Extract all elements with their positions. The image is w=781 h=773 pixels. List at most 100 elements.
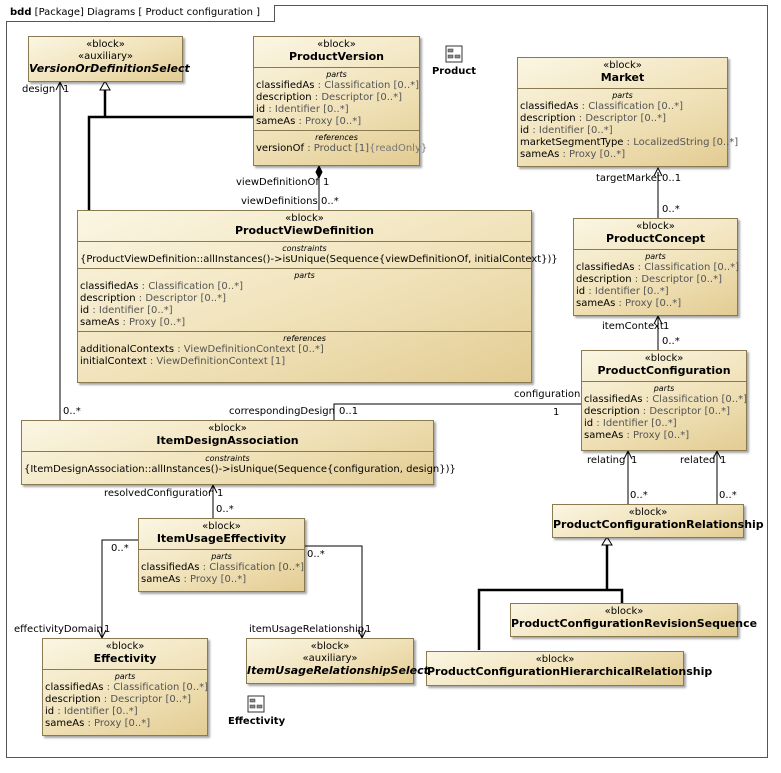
block-product-version[interactable]: «block» ProductVersion parts classifiedA… xyxy=(253,36,428,166)
part-row: classifiedAs : Classification [0..*] xyxy=(141,562,305,573)
block-version-or-definition-select[interactable]: «block» «auxiliary» VersionOrDefinitionS… xyxy=(28,36,190,82)
compartment-title: parts xyxy=(211,552,232,561)
compartment-title: constraints xyxy=(282,244,327,253)
compartment-title: parts xyxy=(294,271,315,280)
block-header: «block» «auxiliary» ItemUsageRelationshi… xyxy=(247,639,429,677)
part-row: description : Descriptor [0..*] xyxy=(576,274,722,285)
stereotype-label: «block» xyxy=(535,654,575,665)
stereotype-label: «block» xyxy=(636,221,675,232)
block-effectivity[interactable]: «block» Effectivity parts classifiedAs :… xyxy=(42,638,208,736)
compartment-title: parts xyxy=(326,70,347,79)
block-name: ProductConfigurationRevisionSequence xyxy=(511,617,758,630)
role-label: correspondingDesign xyxy=(229,406,335,417)
block-header: «block» ProductVersion xyxy=(254,37,419,63)
part-row: sameAs : Proxy [0..*] xyxy=(576,298,682,309)
block-header: «block» ProductConcept xyxy=(574,219,737,245)
block-header: «block» ProductConfiguration xyxy=(582,351,746,377)
multiplicity-label: 1 xyxy=(217,488,224,499)
stereotype-label: «block» xyxy=(208,423,247,434)
part-row: description : Descriptor [0..*] xyxy=(80,293,226,304)
part-row: id : Identifier [0..*] xyxy=(256,104,349,115)
stereotype-label: «block» xyxy=(628,507,668,518)
stereotype-label: «block» xyxy=(310,641,350,652)
part-row: description : Descriptor [0..*] xyxy=(520,113,666,124)
package-effectivity[interactable]: Effectivity xyxy=(228,694,285,727)
stereotype-label: «block» xyxy=(644,353,684,364)
part-row: id : Identifier [0..*] xyxy=(584,418,677,429)
block-header: «block» Market xyxy=(518,58,727,84)
role-label: effectivityDomain xyxy=(14,624,103,635)
stereotype-label: «block» xyxy=(202,521,241,532)
compartment-title: references xyxy=(283,334,326,343)
block-product-configuration-hierarchical-relationship[interactable]: «block» ProductConfigurationHierarchical… xyxy=(426,651,713,686)
block-item-usage-effectivity[interactable]: «block» ItemUsageEffectivity parts class… xyxy=(138,518,305,592)
role-label: targetMarket xyxy=(596,173,661,184)
block-name: ProductConfigurationHierarchicalRelation… xyxy=(427,665,713,678)
block-item-design-association[interactable]: «block» ItemDesignAssociation constraint… xyxy=(21,420,456,485)
part-row: description : Descriptor [0..*] xyxy=(45,694,191,705)
block-product-view-definition[interactable]: «block» ProductViewDefinition constraint… xyxy=(77,210,558,383)
part-row: id : Identifier [0..*] xyxy=(520,125,613,136)
stereotype-label: «block» xyxy=(105,641,145,652)
part-row: id : Identifier [0..*] xyxy=(576,286,669,297)
package-product[interactable]: Product xyxy=(430,44,478,77)
compartment-title: references xyxy=(315,133,358,142)
constraint-text: {ItemDesignAssociation::allInstances()->… xyxy=(24,464,456,475)
part-row: sameAs : Proxy [0..*] xyxy=(584,430,690,441)
block-header: «block» ProductConfigurationHierarchical… xyxy=(427,652,713,678)
block-product-configuration[interactable]: «block» ProductConfiguration parts class… xyxy=(581,350,747,451)
block-market[interactable]: «block» Market parts classifiedAs : Clas… xyxy=(517,57,738,167)
block-name: ProductVersion xyxy=(288,50,385,63)
diagram-frame xyxy=(6,5,768,758)
parts-compartment: parts classifiedAs : Classification [0..… xyxy=(78,268,531,331)
stereotype-label: «block» xyxy=(603,60,642,71)
part-row: sameAs : Proxy [0..*] xyxy=(45,718,151,729)
block-header: «block» ItemDesignAssociation xyxy=(22,421,433,447)
block-name: ProductConcept xyxy=(605,232,706,245)
stereotype-label: «block» xyxy=(285,213,324,224)
block-name: Effectivity xyxy=(93,652,157,665)
part-row: classifiedAs : Classification [0..*] xyxy=(80,281,244,292)
reference-row: versionOf : Product [1]{readOnly} xyxy=(256,143,428,154)
block-name: VersionOrDefinitionSelect xyxy=(29,62,190,75)
role-label: viewDefinitionOf xyxy=(236,177,319,188)
compartment-title: parts xyxy=(645,252,666,261)
part-row: classifiedAs : Classification [0..*] xyxy=(45,682,209,693)
multiplicity-label: 0..* xyxy=(662,336,680,347)
constraints-compartment: constraints {ItemDesignAssociation::allI… xyxy=(22,451,456,478)
part-row: description : Descriptor [0..*] xyxy=(584,406,730,417)
multiplicity-label: 0..* xyxy=(63,406,81,417)
multiplicity-label: 0..* xyxy=(321,196,339,207)
block-name: ItemUsageRelationshipSelect xyxy=(247,664,429,677)
block-name: ProductViewDefinition xyxy=(234,224,374,237)
multiplicity-label: 0..* xyxy=(111,543,129,554)
block-product-concept[interactable]: «block» ProductConcept parts classifiedA… xyxy=(573,218,739,316)
block-product-configuration-revision-sequence[interactable]: «block» ProductConfigurationRevisionSequ… xyxy=(510,603,758,637)
multiplicity-label: 1 xyxy=(323,177,330,188)
reference-row: additionalContexts : ViewDefinitionConte… xyxy=(80,344,324,355)
multiplicity-label: 1 xyxy=(553,407,560,418)
role-label: relating xyxy=(587,455,626,466)
multiplicity-label: 0..* xyxy=(307,549,325,560)
stereotype-label: «block» xyxy=(86,39,125,50)
block-header: «block» ProductConfigurationRelationship xyxy=(553,505,764,531)
reference-row: initialContext : ViewDefinitionContext [… xyxy=(80,356,286,367)
multiplicity-label: 1 xyxy=(720,455,727,466)
role-label: resolvedConfiguration xyxy=(104,488,215,499)
block-name: Market xyxy=(600,71,645,84)
block-name: ItemUsageEffectivity xyxy=(156,532,287,545)
block-product-configuration-relationship[interactable]: «block» ProductConfigurationRelationship xyxy=(552,504,764,538)
part-row: sameAs : Proxy [0..*] xyxy=(256,116,362,127)
block-item-usage-relationship-select[interactable]: «block» «auxiliary» ItemUsageRelationshi… xyxy=(246,638,429,684)
multiplicity-label: 1 xyxy=(104,624,111,635)
parts-compartment: parts classifiedAs : Classification [0..… xyxy=(518,88,738,163)
part-row: id : Identifier [0..*] xyxy=(45,706,138,717)
block-name: ItemDesignAssociation xyxy=(156,434,299,447)
multiplicity-label: 1 xyxy=(631,455,638,466)
parts-compartment: parts classifiedAs : Classification [0..… xyxy=(582,381,747,444)
compartment-title: parts xyxy=(114,672,136,681)
stereotype-label: «auxiliary» xyxy=(78,51,133,62)
part-row: description : Descriptor [0..*] xyxy=(256,92,402,103)
parts-compartment: parts classifiedAs : Classification [0..… xyxy=(139,549,304,588)
